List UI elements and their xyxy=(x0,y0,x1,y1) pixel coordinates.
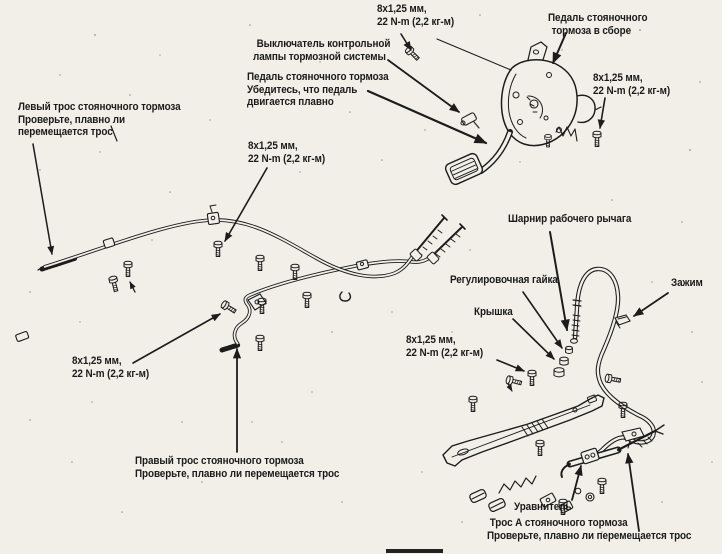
adjusting-nut-part xyxy=(565,345,573,354)
clamp-part xyxy=(614,314,631,329)
bolt-icon xyxy=(107,274,121,293)
pedal-assembly-drawing xyxy=(444,41,602,186)
leader-arrow xyxy=(32,143,55,255)
leader-arrows xyxy=(32,32,669,532)
label-clamp: Зажим xyxy=(671,277,703,289)
leader-arrow xyxy=(496,359,525,372)
label-pedal-smooth: Педаль стояночного тормоза Убедитесь, чт… xyxy=(247,71,389,108)
bolt-icon xyxy=(592,130,602,147)
label-lamp-switch: Выключатель контрольной лампы тормозной … xyxy=(253,38,391,63)
label-right-cable: Правый трос стояночного тормоза Проверьт… xyxy=(135,455,340,480)
bolt-icon xyxy=(290,263,300,280)
lamp-switch-part xyxy=(460,112,480,129)
paper-speckles xyxy=(29,14,713,533)
leader-arrow xyxy=(512,318,555,360)
cap-part xyxy=(553,356,569,378)
bolt-icon xyxy=(302,291,312,308)
leader-arrow xyxy=(387,59,460,113)
small-arrow xyxy=(506,383,513,392)
label-cap: Крышка xyxy=(474,306,513,318)
bolt-icon xyxy=(504,374,523,388)
leader-arrow xyxy=(633,292,669,317)
scan-artifact xyxy=(386,549,443,553)
bolt-icon xyxy=(255,254,265,271)
leader-arrow xyxy=(625,452,640,532)
leader-arrow xyxy=(597,97,606,129)
scan-scratch xyxy=(110,125,118,142)
leader-arrow xyxy=(400,33,412,51)
bolt-icon xyxy=(535,439,545,456)
bolt-icon xyxy=(213,240,223,257)
label-pedal-assembly: Педаль стояночного тормоза в сборе xyxy=(548,12,648,37)
guide-plate-drawing xyxy=(442,394,605,467)
leader-arrow xyxy=(522,291,563,349)
label-left-cable: Левый трос стояночного тормоза Проверьте… xyxy=(18,101,181,138)
label-torque-right: 8x1,25 мм, 22 N-m (2,2 кг-м) xyxy=(593,72,671,97)
bolt-icon xyxy=(403,44,422,63)
label-equalizer: Уравнитель xyxy=(514,501,572,513)
bolt-icon xyxy=(219,299,238,316)
label-cable-a: Трос А стояночного тормоза Проверьте, пл… xyxy=(487,517,692,542)
label-adjusting-nut: Регулировочная гайка xyxy=(450,274,558,286)
bolt-icon xyxy=(468,395,478,412)
leader-line xyxy=(436,38,512,71)
cable-a-rod xyxy=(616,429,657,452)
left-cable-drawing xyxy=(15,204,448,342)
bolt-icon xyxy=(123,260,133,277)
leader-arrow xyxy=(224,167,268,242)
equalizer-drawing xyxy=(469,424,665,514)
label-torque-center: 8x1,25 мм, 22 N-m (2,2 кг-м) xyxy=(248,140,326,165)
label-torque-left: 8x1,25 мм, 22 N-m (2,2 кг-м) xyxy=(72,355,150,380)
bolt-icon xyxy=(597,477,607,494)
leader-arrow xyxy=(132,313,221,364)
bolt-icon xyxy=(604,373,622,385)
bolt-icon xyxy=(255,334,265,351)
working-lever-cable-drawing xyxy=(553,266,656,459)
leader-arrow xyxy=(571,464,583,501)
leader-arrow xyxy=(549,231,570,332)
bolt-icon xyxy=(527,369,537,386)
leader-arrow xyxy=(552,32,567,65)
spring-part xyxy=(498,475,537,494)
leader-arrow xyxy=(366,89,488,145)
label-torque-mid: 8x1,25 мм, 22 N-m (2,2 кг-м) xyxy=(406,334,484,359)
label-lever-hinge: Шарнир рабочего рычага xyxy=(508,213,632,225)
right-cable-drawing xyxy=(219,223,466,353)
label-torque-top: 8x1,25 мм, 22 N-m (2,2 кг-м) xyxy=(377,3,455,28)
small-arrow xyxy=(129,281,136,293)
